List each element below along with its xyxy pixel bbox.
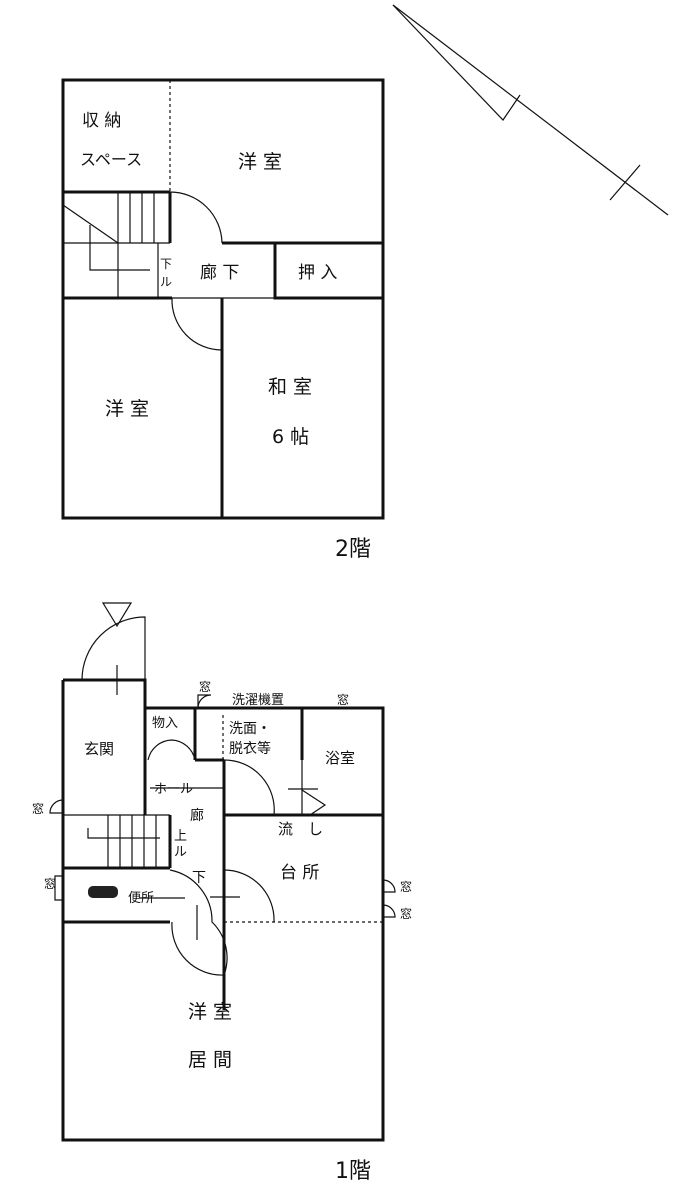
stairs-icon	[87, 815, 160, 868]
window-icon	[197, 694, 212, 709]
door-arc	[169, 191, 223, 244]
room-label: 玄関	[84, 740, 114, 758]
floor-label: 2階	[335, 537, 371, 562]
room-label: 脱衣等	[229, 740, 271, 757]
window-icon	[382, 879, 396, 893]
room-label: 便所	[128, 891, 154, 906]
room-label: スペース	[80, 150, 142, 169]
window-icon	[49, 799, 64, 814]
window-label: 窓	[44, 876, 56, 891]
window-label: 窓	[337, 692, 349, 707]
room-label: 6 帖	[272, 426, 309, 448]
window-label: 窓	[400, 906, 412, 921]
room-label: 和 室	[268, 376, 312, 398]
room-label: 洋 室	[105, 398, 149, 420]
room-label: 洗面・	[229, 721, 271, 737]
window-label: 窓	[199, 679, 211, 694]
room-label: 廊	[190, 807, 204, 824]
room-label: 流 し	[278, 820, 323, 838]
toilet-icon	[88, 886, 118, 898]
room-label: 居 間	[188, 1049, 232, 1071]
room-label: 洗濯機置	[232, 693, 284, 708]
window-icon	[382, 904, 396, 918]
room-label: 廊 下	[200, 263, 239, 283]
floor-2-plan: 収 納 スペース 洋 室 廊 下 押 入 下 ル 洋 室 和 室 6 帖 2階	[61, 78, 385, 562]
entrance-triangle-icon	[101, 602, 133, 628]
stairs-label: 下	[160, 257, 172, 271]
floor-label: 1階	[335, 1159, 371, 1184]
floor-1-plan: 窓 洗濯機置 窓 窓 窓 窓 窓 玄関 物入 洗面・ 脱衣等 浴室 ホール 廊 …	[32, 602, 412, 1184]
stairs-label: 上	[174, 829, 187, 844]
room-label: 押 入	[298, 263, 337, 283]
room-label: 台 所	[280, 863, 319, 883]
room-label: 物入	[152, 716, 178, 731]
room-label: 浴室	[325, 749, 355, 767]
room-label: 収 納	[82, 111, 121, 131]
stairs-icon	[62, 192, 170, 298]
window-label: 窓	[400, 879, 412, 894]
window-icon	[54, 875, 63, 901]
room-label: ホール	[154, 782, 193, 797]
stairs-mark: ル	[174, 845, 187, 860]
room-label: 洋 室	[188, 1001, 232, 1023]
window-label: 窓	[32, 801, 44, 816]
north-arrow-icon	[392, 4, 669, 216]
room-label: 下	[192, 870, 206, 886]
stairs-mark: ル	[160, 275, 172, 289]
door-arc	[171, 297, 223, 351]
room-label: 洋 室	[238, 151, 282, 173]
